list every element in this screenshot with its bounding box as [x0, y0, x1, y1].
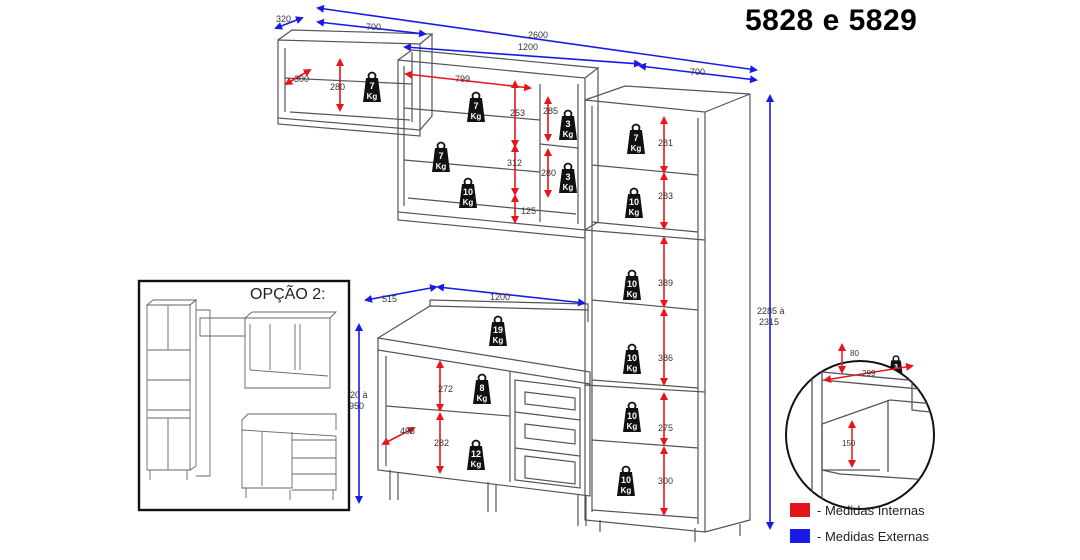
weight-icon: 3Kg	[559, 109, 577, 140]
weight-unit: Kg	[463, 198, 474, 207]
legend-label-external: - Medidas Externas	[817, 529, 929, 544]
dim-312: 312	[507, 158, 522, 168]
weight-unit: Kg	[477, 394, 488, 403]
internal-dimension-labels: 300 280 799 285 253 312 280 125 281 283 …	[294, 74, 673, 486]
weight-unit: Kg	[627, 290, 638, 299]
dim-920: 920 à	[345, 390, 368, 400]
weight-unit: Kg	[627, 364, 638, 373]
dim-253: 253	[510, 108, 525, 118]
dim-1200-top: 1200	[518, 42, 538, 52]
dim-283: 283	[658, 191, 673, 201]
weight-value: 7	[438, 151, 443, 161]
weight-value: 7	[473, 101, 478, 111]
weight-value: 10	[463, 187, 473, 197]
tall-cabinet	[584, 85, 751, 542]
dim-150: 150	[842, 439, 856, 448]
option-2-panel	[137, 279, 351, 512]
weight-value: 12	[471, 449, 481, 459]
legend-swatch-internal	[790, 503, 810, 517]
model-title: 5828 e 5829	[745, 4, 918, 37]
dim-275: 275	[658, 423, 673, 433]
dim-700-left: 700	[366, 22, 381, 32]
dim-280-left: 280	[330, 82, 345, 92]
legend-label-internal: - Medidas Internas	[817, 503, 925, 518]
dim-300-depth: 300	[294, 74, 309, 84]
weight-value: 3	[565, 119, 570, 129]
weight-unit: Kg	[621, 486, 632, 495]
dim-700-right: 700	[690, 67, 705, 77]
base-cabinet	[377, 299, 591, 526]
weight-value: 10	[627, 411, 637, 421]
weight-unit: Kg	[471, 460, 482, 469]
weight-icon: 7Kg	[627, 123, 645, 154]
option-2-title: OPÇÃO 2:	[250, 283, 326, 303]
dim-282: 282	[434, 438, 449, 448]
weight-icon: 8Kg	[473, 373, 491, 404]
dim-2600: 2600	[528, 30, 548, 40]
weight-unit: Kg	[471, 112, 482, 121]
weight-icon: 7Kg	[363, 71, 381, 102]
weight-value: 8	[479, 383, 484, 393]
weight-value: 7	[369, 81, 374, 91]
dim-281: 281	[658, 138, 673, 148]
wall-cabinet-middle	[397, 49, 600, 239]
weight-value: 10	[627, 353, 637, 363]
internal-dimension-lines	[284, 58, 668, 516]
dim-950: 950	[349, 401, 364, 411]
dim-799: 799	[455, 74, 470, 84]
weight-value: 3	[565, 172, 570, 182]
weight-unit: Kg	[629, 208, 640, 217]
weight-unit: Kg	[367, 92, 378, 101]
weight-value: 7	[633, 133, 638, 143]
dim-2315: 2315	[759, 317, 779, 327]
weight-unit: Kg	[436, 162, 447, 171]
dim-280-mid: 280	[541, 168, 556, 178]
weight-unit: Kg	[631, 144, 642, 153]
weight-value: 10	[621, 475, 631, 485]
weight-value: 10	[629, 197, 639, 207]
weight-unit: Kg	[563, 130, 574, 139]
dim-272: 272	[438, 384, 453, 394]
dim-389: 389	[658, 278, 673, 288]
weight-unit: Kg	[563, 183, 574, 192]
weight-icon: 7Kg	[432, 141, 450, 172]
weight-unit: Kg	[493, 336, 504, 345]
legend-swatch-external	[790, 529, 810, 543]
weight-value: 19	[493, 325, 503, 335]
dim-495: 495	[400, 426, 415, 436]
external-dimension-labels: 320 700 2600 1200 700 2285 à 2315 515 12…	[276, 14, 785, 411]
weight-icon: 3Kg	[559, 162, 577, 193]
dim-320: 320	[276, 14, 291, 24]
dim-2285: 2285 à	[757, 306, 785, 316]
dim-285: 285	[543, 106, 558, 116]
dim-515: 515	[382, 294, 397, 304]
dim-299: 299	[862, 369, 876, 378]
weight-icon: 7Kg	[467, 91, 485, 122]
weight-value: 10	[627, 279, 637, 289]
dim-300-bottom: 300	[658, 476, 673, 486]
dim-80: 80	[850, 349, 859, 358]
external-dimension-lines	[274, 4, 774, 530]
dim-125: 125	[521, 206, 536, 216]
detail-circle: 80 299 150	[785, 343, 935, 510]
dim-1200-base: 1200	[490, 292, 510, 302]
dim-386: 386	[658, 353, 673, 363]
weight-unit: Kg	[627, 422, 638, 431]
